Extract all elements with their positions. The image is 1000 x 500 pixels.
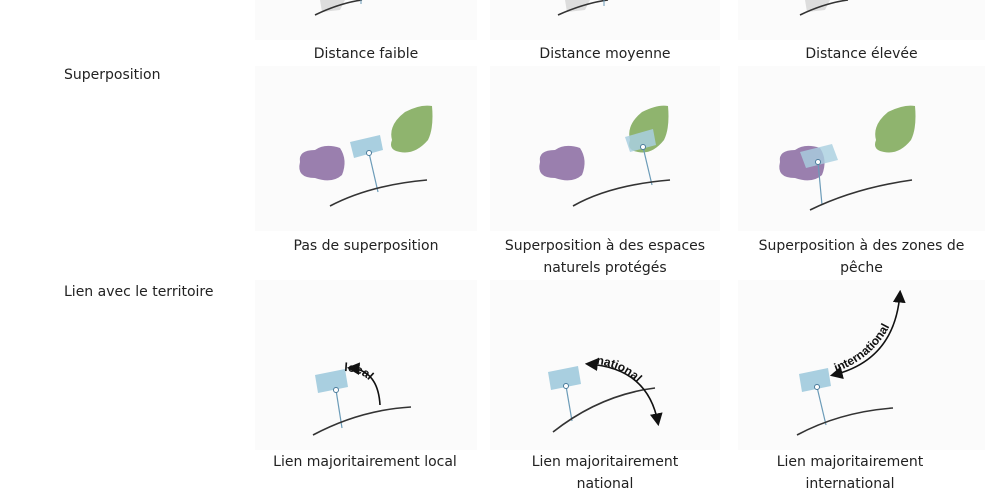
caption-distance-medium: Distance moyenne (539, 46, 671, 62)
platform-shape (315, 369, 348, 393)
pin-marker (815, 159, 821, 165)
protected-area-blob (299, 145, 345, 181)
curved-arrow (829, 289, 906, 379)
panel-overlap-fishing (738, 66, 985, 231)
link-international-illustration: international (796, 289, 906, 436)
fishing-zone-blob (875, 105, 916, 153)
caption-distance-low: Distance faible (313, 46, 419, 62)
pin-marker (366, 150, 372, 156)
platform-shape (350, 135, 383, 158)
platform-shape (548, 366, 581, 390)
cable (642, 146, 653, 186)
pin-marker (563, 383, 569, 389)
coastline (796, 407, 894, 436)
caption-no-overlap: Pas de superposition (293, 238, 439, 254)
overlap-protected-illustration (539, 105, 671, 207)
protected-area-blob (539, 145, 585, 181)
pin-marker (814, 384, 820, 390)
coastline (809, 179, 913, 211)
coastline (314, 0, 363, 16)
cable (817, 161, 823, 206)
pin-marker (640, 144, 646, 150)
coastline (552, 387, 656, 433)
distance-high-illustration (799, 0, 849, 16)
caption-distance-high: Distance élevée (805, 46, 918, 62)
platform-shape (320, 0, 345, 12)
caption-link-local: Lien majoritairement local (273, 454, 457, 470)
panel-distance-high (738, 0, 985, 40)
link-local-illustration: local (312, 360, 412, 436)
cable (816, 386, 827, 426)
arrow-label-national: national (596, 353, 645, 385)
coastline (572, 179, 671, 207)
caption-link-national: Lien majoritairement national (531, 454, 679, 492)
cable (368, 152, 379, 193)
caption-overlap-fishing: Superposition à des zones de pêche (758, 238, 965, 276)
platform-shape (805, 0, 830, 12)
panel-distance-medium (490, 0, 720, 40)
overlap-fishing-illustration (779, 105, 916, 211)
row-label-territory-link: Lien avec le territoire (64, 284, 214, 300)
caption-link-international: Lien majoritairement international (776, 454, 924, 492)
fishing-zone-blob (391, 105, 433, 153)
pin-marker (333, 387, 339, 393)
curved-arrow (346, 362, 381, 406)
link-national-illustration: national (548, 353, 663, 433)
panel-distance-low (255, 0, 477, 40)
coastline (312, 406, 412, 436)
row-label-superposition: Superposition (64, 67, 161, 83)
cable (565, 385, 573, 422)
platform-shape (799, 368, 831, 392)
caption-overlap-protected: Superposition à des espaces naturels pro… (504, 238, 706, 276)
distance-low-illustration (314, 0, 363, 16)
no-overlap-illustration (299, 105, 433, 207)
coastline (799, 0, 849, 16)
arrow-label-international: international (832, 321, 892, 375)
distance-medium-illustration (557, 0, 609, 16)
coastline (329, 179, 428, 207)
panel-link-local (255, 280, 477, 450)
panel-overlap-protected (490, 66, 720, 231)
platform-shape (800, 144, 838, 168)
platform-shape (625, 129, 656, 152)
curved-arrow (584, 358, 663, 427)
